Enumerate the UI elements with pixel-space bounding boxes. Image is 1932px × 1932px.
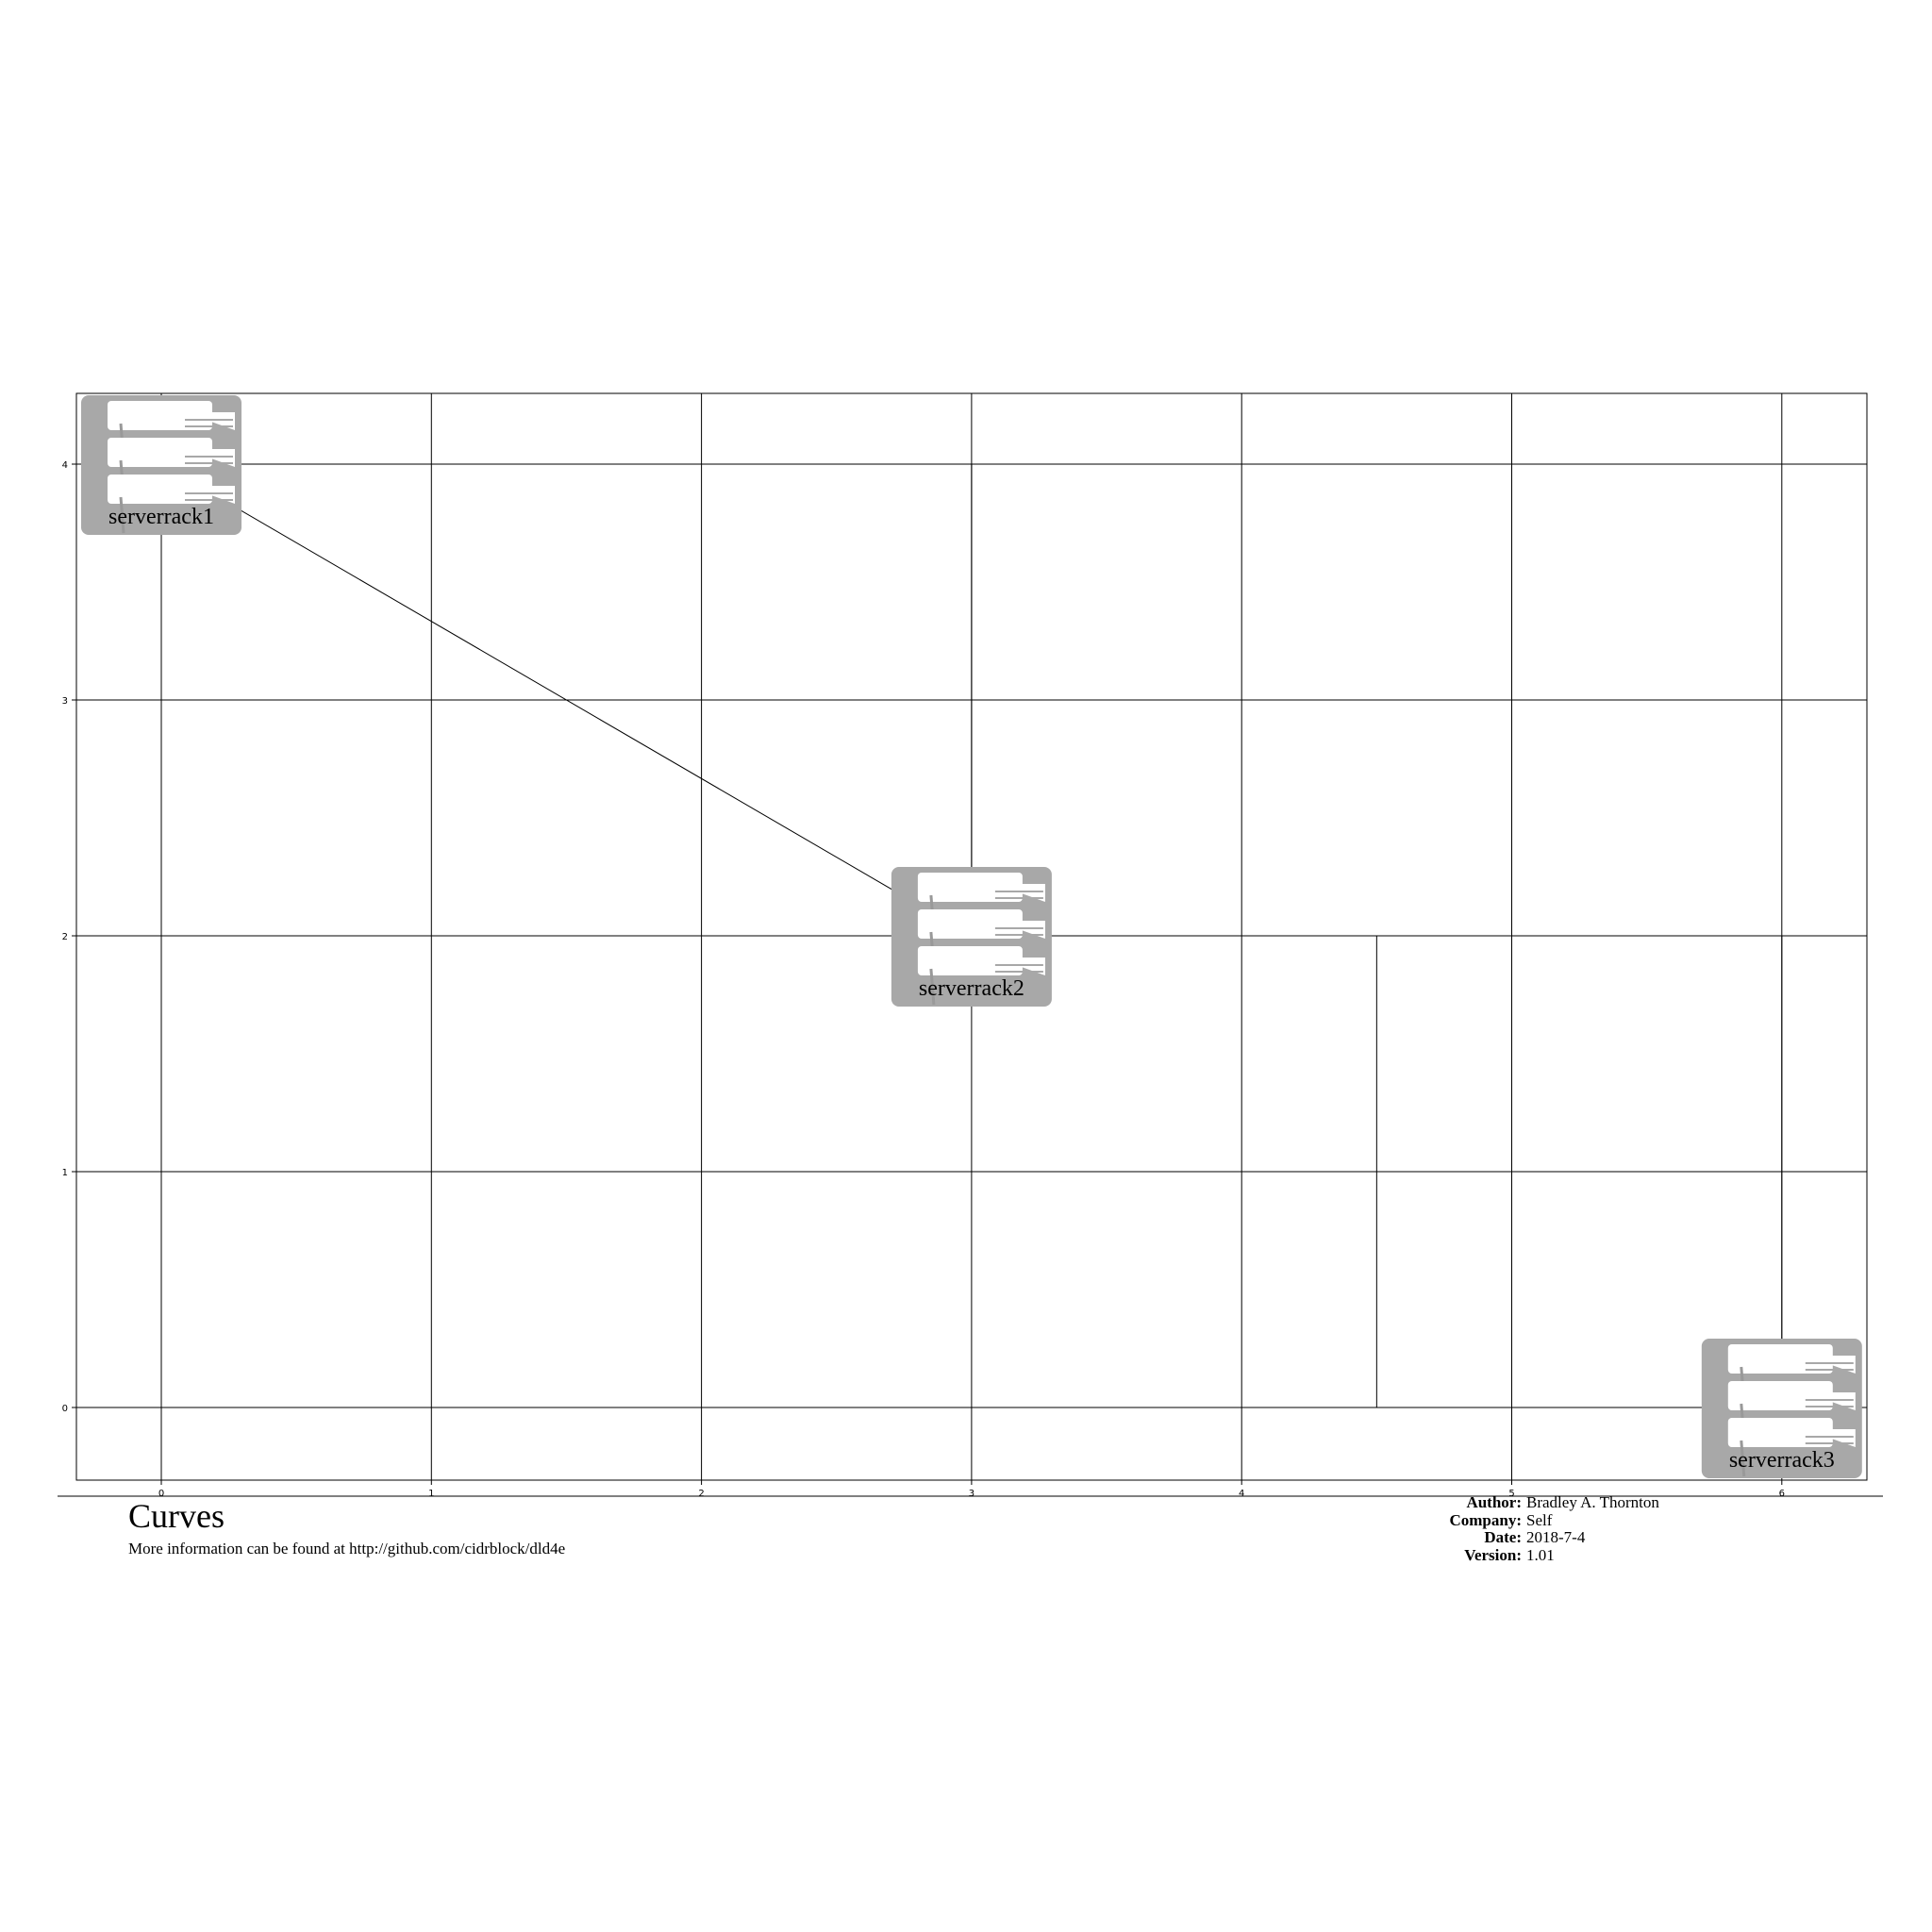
tick-label-x: 6: [1779, 1489, 1785, 1499]
diagram-subtitle: More information can be found at http://…: [128, 1540, 566, 1557]
meta-date: Date: 2018-7-4: [1415, 1528, 1659, 1547]
connection-line: [160, 463, 973, 937]
meta-version: Version: 1.01: [1415, 1545, 1659, 1565]
meta-date-value: 2018-7-4: [1526, 1528, 1586, 1546]
server-rack-icon: [1701, 1339, 1862, 1478]
connections: [160, 463, 1783, 1408]
server-unit-body: [917, 873, 1023, 902]
tick-label-x: 5: [1508, 1489, 1514, 1499]
server-unit-body: [108, 438, 212, 467]
server-unit-cable: [119, 496, 125, 534]
server-unit-cable: [929, 968, 936, 1006]
connection-line: [161, 463, 973, 936]
meta-author-key: Author:: [1466, 1493, 1522, 1511]
connection-line: [160, 464, 972, 937]
server-unit: [1727, 1418, 1856, 1477]
tick-label-x: 0: [158, 1489, 164, 1499]
server-unit: [1727, 1381, 1856, 1441]
meta-company: Company: Self: [1415, 1510, 1659, 1530]
tick-label-y: 2: [62, 932, 68, 942]
server-unit-body: [108, 475, 212, 504]
node-label: serverrack2: [919, 976, 1024, 1001]
server-unit: [108, 401, 235, 460]
server-rack-icon: [891, 867, 1052, 1007]
server-unit-body: [917, 909, 1023, 939]
connection-line: [971, 935, 1783, 1407]
tick-label-x: 4: [1239, 1489, 1244, 1499]
node-label: serverrack1: [108, 505, 214, 529]
tick-label-x: 3: [969, 1489, 974, 1499]
node-serverrack2: serverrack2: [891, 867, 1052, 1007]
meta-author: Author: Bradley A. Thornton: [1415, 1493, 1659, 1512]
axes: 0 1 2 3 4 5 6 0 1 2 3 4: [62, 460, 1785, 1499]
meta-company-value: Self: [1526, 1510, 1553, 1529]
tick-label-y: 0: [62, 1404, 68, 1414]
tick-label-x: 2: [698, 1489, 704, 1499]
nodes: serverrack1 serverrack2 serverrack3: [81, 395, 1862, 1478]
server-unit: [917, 946, 1045, 1006]
server-unit-cable: [1740, 1440, 1746, 1477]
server-unit: [108, 475, 235, 534]
meta-company-key: Company:: [1449, 1510, 1522, 1529]
server-unit: [1727, 1344, 1856, 1404]
server-unit-body: [108, 401, 212, 430]
meta-author-value: Bradley A. Thornton: [1526, 1493, 1659, 1511]
node-serverrack3: serverrack3: [1701, 1339, 1862, 1478]
node-serverrack1: serverrack1: [81, 395, 242, 535]
server-unit-body: [1727, 1418, 1833, 1447]
meta-date-key: Date:: [1484, 1528, 1522, 1546]
title-block: Author: Bradley A. Thornton Company: Sel…: [1415, 1493, 1659, 1565]
node-label: serverrack3: [1729, 1448, 1835, 1473]
tick-label-y: 4: [62, 460, 68, 471]
tick-label-x: 1: [428, 1489, 434, 1499]
server-unit-body: [1727, 1344, 1833, 1374]
meta-version-value: 1.01: [1526, 1545, 1555, 1564]
server-unit-body: [1727, 1381, 1833, 1410]
server-unit-body: [917, 946, 1023, 975]
diagram-title: Curves: [128, 1497, 225, 1535]
tick-label-y: 1: [62, 1168, 68, 1178]
tick-label-y: 3: [62, 696, 68, 707]
meta-version-key: Version:: [1464, 1545, 1522, 1564]
server-rack-icon: [81, 395, 242, 535]
